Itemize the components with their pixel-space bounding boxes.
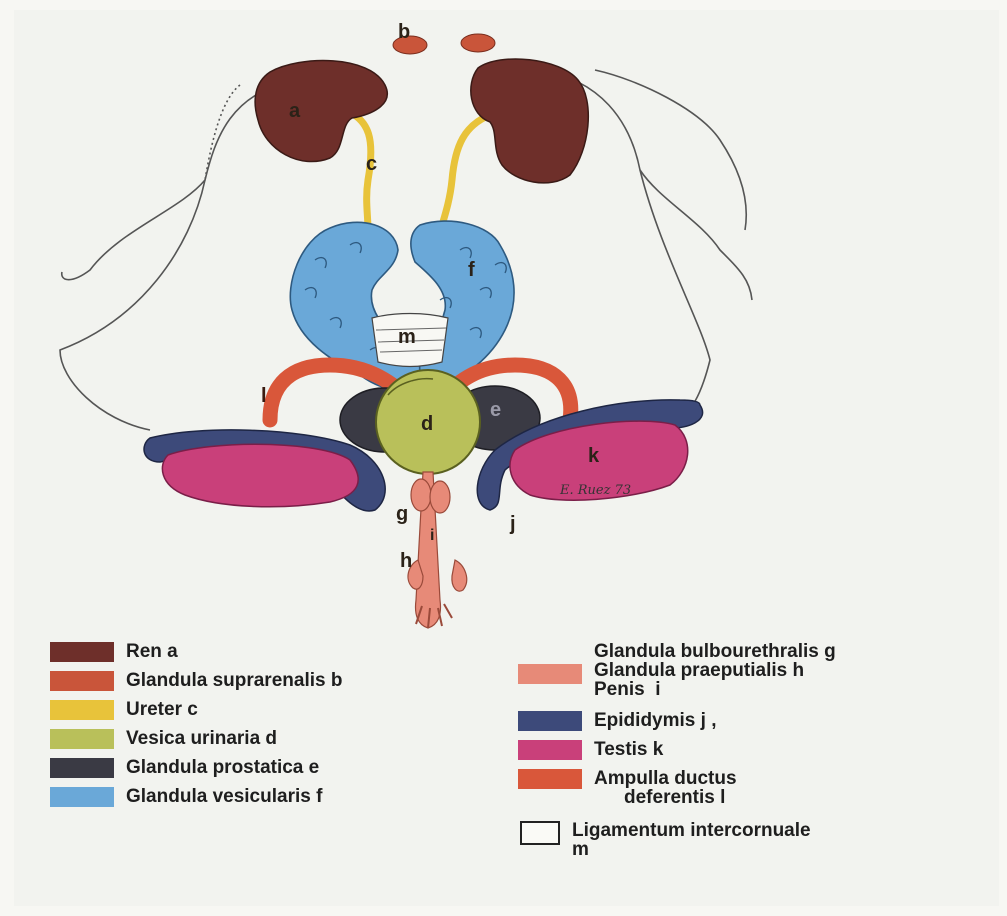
legend-item-epididymis: Epididymis j ,: [518, 711, 716, 731]
legend-item-testis: Testis k: [518, 740, 663, 760]
legend-item-vesicularis: Glandula vesicularis f: [50, 787, 322, 807]
legend-item-suprarenalis: Glandula suprarenalis b: [50, 671, 342, 691]
legend-item-ren: Ren a: [50, 642, 178, 662]
legend-text: Ureter c: [126, 700, 198, 719]
label-i: i: [430, 527, 434, 544]
swatch-ampulla: [518, 769, 582, 789]
label-k: k: [588, 445, 600, 467]
swatch-vesica: [50, 729, 114, 749]
swatch-ureter: [50, 700, 114, 720]
label-d: d: [421, 413, 433, 435]
swatch-ren: [50, 642, 114, 662]
legend-item-prostatica: Glandula prostatica e: [50, 758, 319, 778]
label-a: a: [289, 100, 301, 122]
swatch-vesicularis: [50, 787, 114, 807]
legend-text: Vesica urinaria d: [126, 729, 277, 748]
kidney-a: [255, 59, 588, 183]
legend-item-ureter: Ureter c: [50, 700, 198, 720]
label-f: f: [468, 259, 475, 281]
label-e: e: [490, 399, 501, 421]
swatch-suprarenalis: [50, 671, 114, 691]
legend-line: Ligamentum intercornuale: [572, 820, 811, 841]
swatch-prostatica: [50, 758, 114, 778]
legend-item-vesica: Vesica urinaria d: [50, 729, 277, 749]
legend-text: Ren a: [126, 642, 178, 661]
label-m: m: [398, 326, 416, 348]
artist-signature: E. Ruez 73: [559, 483, 631, 498]
swatch-testis: [518, 740, 582, 760]
legend-line: m: [572, 839, 589, 860]
legend-line: Ampulla ductus: [594, 768, 737, 789]
legend-text: Glandula vesicularis f: [126, 787, 322, 806]
legend-line: deferentis l: [594, 787, 725, 808]
legend-line: Epididymis j ,: [594, 711, 716, 730]
label-j: j: [509, 513, 516, 535]
legend-line: Penis i: [594, 679, 661, 700]
label-l: l: [261, 385, 267, 407]
swatch-ligamentum: [520, 821, 560, 845]
legend-text: Glandula suprarenalis b: [126, 671, 342, 690]
label-c: c: [366, 153, 377, 175]
legend-line: Glandula bulbourethralis g: [594, 641, 836, 662]
legend-line: Glandula praeputialis h: [594, 660, 804, 681]
label-g: g: [396, 503, 408, 525]
swatch-epididymis: [518, 711, 582, 731]
label-b: b: [398, 21, 410, 43]
legend-line: Testis k: [594, 740, 663, 759]
legend-text: Glandula prostatica e: [126, 758, 319, 777]
label-h: h: [400, 550, 412, 572]
swatch-bulbourethralis: [518, 664, 582, 684]
